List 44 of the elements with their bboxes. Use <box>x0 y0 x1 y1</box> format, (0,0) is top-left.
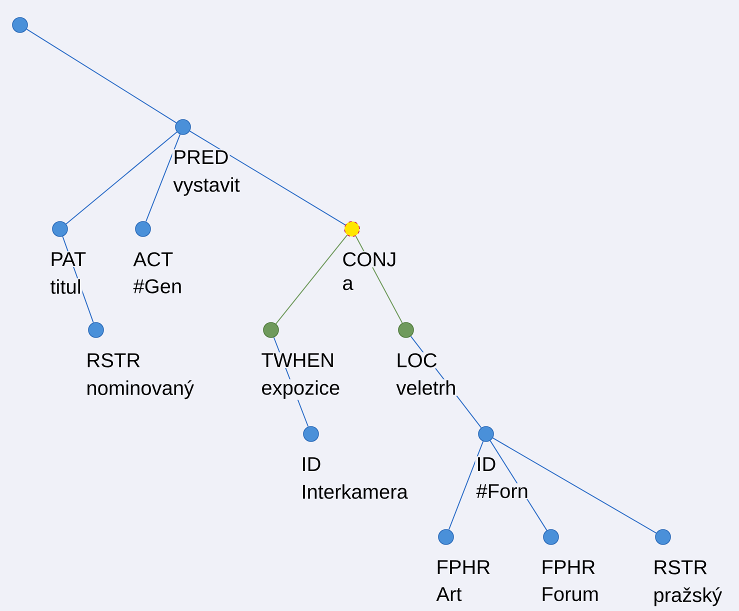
tree-edge <box>26 28 177 124</box>
tree-edge <box>275 234 348 324</box>
tree-node <box>12 17 28 33</box>
tree-node <box>398 322 414 338</box>
node-label: RSTR <box>652 559 709 576</box>
node-label: ACT <box>132 251 174 268</box>
tree-node <box>478 426 494 442</box>
node-label: pražský <box>652 586 724 608</box>
tree-node <box>303 426 319 442</box>
node-label: TWHEN <box>260 352 336 368</box>
node-label: RSTR <box>85 352 142 368</box>
tree-node <box>263 322 279 338</box>
tree-edge <box>448 440 484 530</box>
tree-node <box>175 119 191 135</box>
tree-node <box>438 529 454 545</box>
tree-edge <box>492 437 657 534</box>
tree-node <box>344 221 360 237</box>
tree-edge <box>145 134 181 222</box>
node-label: titul <box>49 278 82 295</box>
node-label: #Forn <box>475 483 530 500</box>
node-label: PRED <box>172 149 230 165</box>
tree-node <box>88 322 104 338</box>
tree-node <box>655 529 671 545</box>
node-label: ID <box>300 456 322 472</box>
node-label: FPHR <box>435 559 492 575</box>
node-label: CONJ <box>341 251 398 268</box>
node-label: vystavit <box>172 176 241 197</box>
tree-edge <box>189 130 346 226</box>
node-label: #Gen <box>132 278 184 294</box>
tree-node <box>543 529 559 545</box>
node-label: LOC <box>395 352 438 368</box>
node-label: a <box>341 278 354 292</box>
node-label: PAT <box>49 251 88 267</box>
node-label: Forum <box>540 586 600 602</box>
node-label: FPHR <box>540 559 597 575</box>
node-label: ID <box>475 456 498 472</box>
node-label: veletrh <box>395 379 458 396</box>
tree-node <box>135 221 151 237</box>
node-label: nominovaný <box>85 379 196 400</box>
tree-edge <box>66 132 178 224</box>
node-label: Art <box>435 586 463 602</box>
tree-node <box>52 221 68 237</box>
node-label: expozice <box>260 379 342 400</box>
node-label: Interkamera <box>300 483 409 500</box>
